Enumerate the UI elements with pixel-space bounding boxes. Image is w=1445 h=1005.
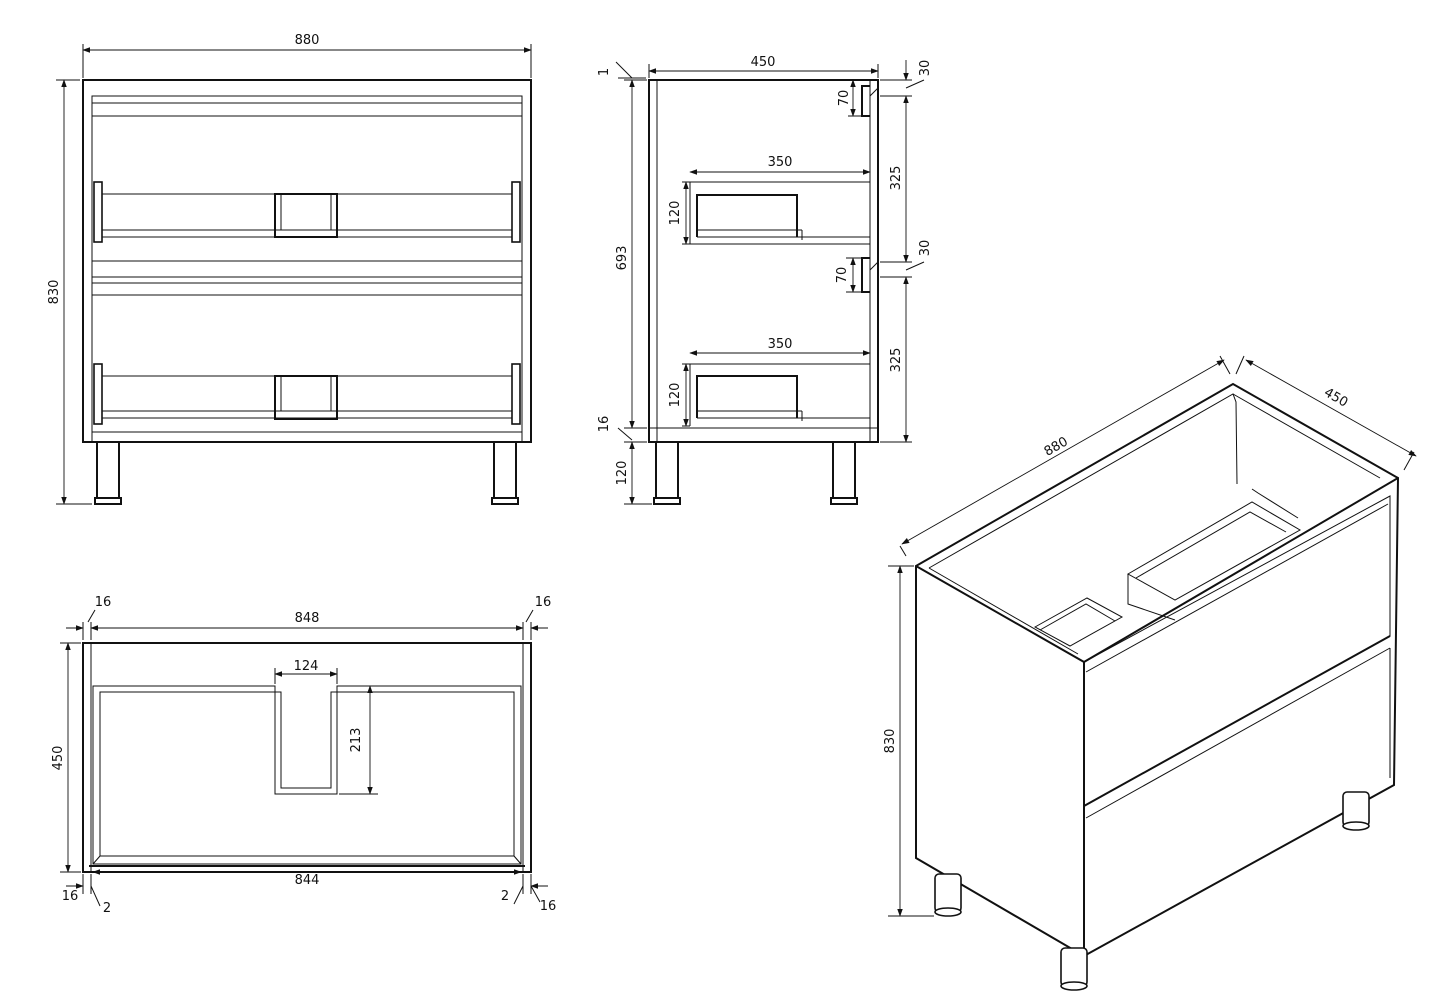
top-notch-width-label: 124 — [294, 659, 319, 674]
side-lower-drawer — [689, 363, 870, 426]
top-bottom-left-label: 16 — [62, 889, 79, 904]
iso-legs — [934, 791, 1370, 991]
top-gap-left-label: 2 — [103, 901, 111, 916]
iso-depth-label: 450 — [1321, 385, 1350, 410]
side-front-top-label: 325 — [889, 166, 904, 191]
top-inner-width-label: 848 — [295, 611, 320, 626]
side-inner-depth-top-label: 350 — [768, 155, 793, 170]
front-width-label: 880 — [295, 33, 320, 48]
top-drawer-width-label: 844 — [295, 873, 320, 888]
side-upper-drawer — [689, 181, 870, 245]
front-legs — [94, 441, 519, 505]
top-side-left-label: 16 — [95, 595, 112, 610]
side-top-rail-label: 30 — [918, 60, 933, 77]
side-depth-label: 450 — [751, 55, 776, 70]
side-legs — [653, 441, 858, 505]
side-drawer-bottom-label: 120 — [668, 383, 683, 408]
top-side-right-label: 16 — [535, 595, 552, 610]
top-bottom-right-label: 16 — [540, 899, 557, 914]
side-base-label: 16 — [597, 416, 612, 433]
top-depth-label: 450 — [51, 746, 66, 771]
side-top-gap-label: 1 — [597, 68, 612, 76]
top-notch-depth-label: 213 — [349, 728, 364, 753]
side-drawer-top-label: 120 — [668, 201, 683, 226]
side-body-height-label: 693 — [615, 246, 630, 271]
side-leg-height-label: 120 — [615, 461, 630, 486]
side-lower-handle — [861, 257, 879, 293]
side-handle-bottom-label: 70 — [835, 267, 850, 284]
side-handle-top-label: 70 — [837, 90, 852, 107]
front-height-label: 830 — [47, 280, 62, 305]
side-upper-handle — [861, 85, 879, 117]
top-gap-right-label: 2 — [501, 889, 509, 904]
top-view: 16 16 848 124 213 450 844 16 2 2 — [51, 595, 556, 916]
iso-height-label: 830 — [883, 729, 898, 754]
side-view: 450 1 693 16 120 70 70 350 350 — [597, 55, 933, 505]
front-upper-drawer — [93, 181, 521, 243]
side-middle-rail-label: 30 — [918, 240, 933, 257]
side-inner-depth-bottom-label: 350 — [768, 337, 793, 352]
side-front-bottom-label: 325 — [889, 348, 904, 373]
isometric-view: 880 450 830 — [883, 355, 1417, 991]
front-lower-drawer — [93, 363, 521, 425]
front-view: 880 830 — [47, 33, 532, 505]
